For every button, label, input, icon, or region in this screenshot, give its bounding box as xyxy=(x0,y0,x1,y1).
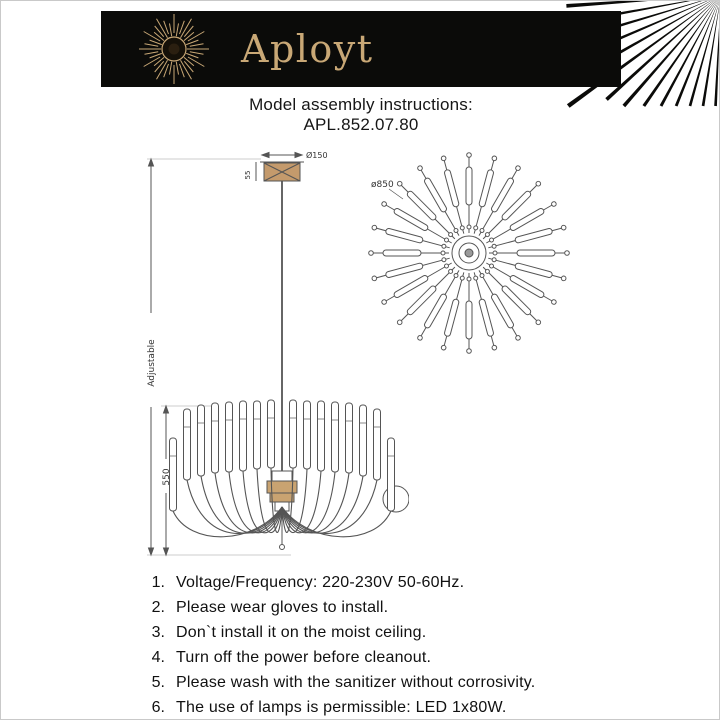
side-view-diagram: Ø150 55 Adjustable 550 xyxy=(147,150,409,557)
instruction-item: 3. Don`t install it on the moist ceiling… xyxy=(143,620,613,645)
title-block: Model assembly instructions: APL.852.07.… xyxy=(1,95,719,135)
detail-callout-circle xyxy=(382,485,409,513)
brand-banner: Aployt xyxy=(101,11,621,87)
instruction-item: 4. Turn off the power before cleanout. xyxy=(143,645,613,670)
instructions-list: 1. Voltage/Frequency: 220-230V 50-60Hz. … xyxy=(143,570,613,719)
dim-arrow xyxy=(147,157,155,167)
brand-logo-starburst-icon xyxy=(139,14,209,84)
instruction-item: 1. Voltage/Frequency: 220-230V 50-60Hz. xyxy=(143,570,613,595)
instruction-number: 5. xyxy=(151,674,165,691)
canopy-height-label: 55 xyxy=(244,171,252,180)
model-number: APL.852.07.80 xyxy=(303,115,419,134)
top-view-diagram: ø850 xyxy=(368,152,570,354)
canopy-diameter-label: Ø150 xyxy=(306,150,328,160)
dim-arrow xyxy=(162,547,170,557)
hub-top xyxy=(271,470,293,482)
instruction-text: Don`t install it on the moist ceiling. xyxy=(176,624,427,641)
instruction-item: 5. Please wash with the sanitizer withou… xyxy=(143,670,613,695)
hub-band xyxy=(269,492,295,503)
top-view-diameter-label: ø850 xyxy=(371,180,394,190)
instruction-item: 6. The use of lamps is permissible: LED … xyxy=(143,695,613,719)
instruction-text: The use of lamps is permissible: LED 1x8… xyxy=(176,699,507,716)
instruction-number: 1. xyxy=(151,574,165,591)
instruction-number: 6. xyxy=(151,699,165,716)
dim-arrow xyxy=(294,151,304,159)
dim-arrow xyxy=(260,151,270,159)
instruction-text: Please wash with the sanitizer without c… xyxy=(176,674,536,691)
adjustable-label: Adjustable xyxy=(147,339,157,387)
dim-arrow xyxy=(147,547,155,557)
top-view-hub-center xyxy=(464,248,474,258)
instruction-item: 2. Please wear gloves to install. xyxy=(143,595,613,620)
instruction-text: Voltage/Frequency: 220-230V 50-60Hz. xyxy=(176,574,465,591)
leader-line xyxy=(388,188,404,200)
instruction-text: Turn off the power before cleanout. xyxy=(176,649,432,666)
brand-name: Aployt xyxy=(241,27,374,71)
center-finial xyxy=(279,544,285,550)
instruction-number: 4. xyxy=(151,649,165,666)
dim-arrow xyxy=(162,404,170,414)
instruction-number: 3. xyxy=(151,624,165,641)
chandelier-arms-and-candles xyxy=(169,399,395,538)
instruction-text: Please wear gloves to install. xyxy=(176,599,389,616)
body-height-label: 550 xyxy=(162,468,172,485)
instruction-number: 2. xyxy=(151,599,165,616)
page-title: Model assembly instructions: xyxy=(249,95,473,114)
top-view-spokes xyxy=(368,152,570,354)
canopy-cross xyxy=(263,162,301,182)
